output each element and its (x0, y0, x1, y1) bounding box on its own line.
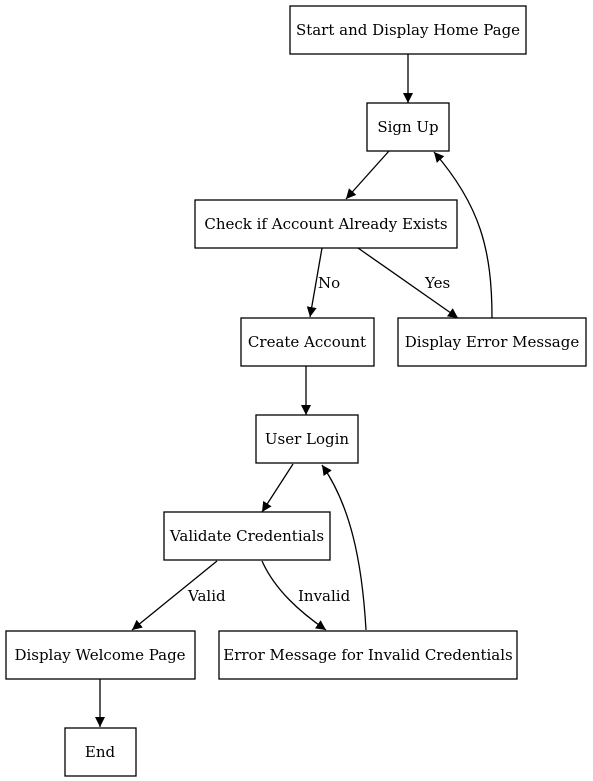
node-end: End (64, 727, 137, 777)
edge-invalid-to-login (321, 464, 367, 631)
node-label-start: Start and Display Home Page (296, 21, 520, 39)
node-create-account: Create Account (240, 317, 375, 367)
edge-label-yes: Yes (424, 274, 450, 292)
node-display-error: Display Error Message (397, 317, 587, 367)
edge-validate-to-invalid (261, 560, 327, 631)
node-start: Start and Display Home Page (289, 5, 527, 55)
node-validate-credentials: Validate Credentials (163, 511, 331, 561)
edge-check-to-error (357, 247, 459, 319)
edge-login-to-validate (261, 463, 294, 513)
node-user-login: User Login (255, 414, 359, 464)
node-label-check-account: Check if Account Already Exists (204, 215, 447, 233)
node-label-display-error: Display Error Message (405, 333, 580, 351)
edge-label-no: No (318, 274, 340, 292)
node-label-display-welcome: Display Welcome Page (14, 646, 185, 664)
node-label-validate-credentials: Validate Credentials (169, 527, 324, 545)
edge-signup-to-check (345, 150, 390, 200)
node-label-create-account: Create Account (248, 333, 366, 351)
node-label-invalid-credentials-error: Error Message for Invalid Credentials (223, 646, 513, 664)
edge-check-to-create (306, 247, 323, 318)
node-signup: Sign Up (366, 102, 450, 152)
edge-label-invalid: Invalid (298, 587, 351, 605)
edge-labels: No Yes Valid Invalid (187, 274, 450, 605)
edge-label-valid: Valid (187, 587, 226, 605)
node-display-welcome: Display Welcome Page (5, 630, 196, 680)
edges (95, 54, 493, 727)
node-label-signup: Sign Up (377, 118, 438, 136)
node-label-end: End (85, 743, 116, 761)
node-label-user-login: User Login (265, 430, 350, 448)
edge-validate-to-welcome (131, 560, 218, 631)
edge-error-to-signup (433, 151, 493, 319)
node-invalid-credentials-error: Error Message for Invalid Credentials (218, 630, 518, 680)
node-check-account: Check if Account Already Exists (194, 199, 458, 249)
